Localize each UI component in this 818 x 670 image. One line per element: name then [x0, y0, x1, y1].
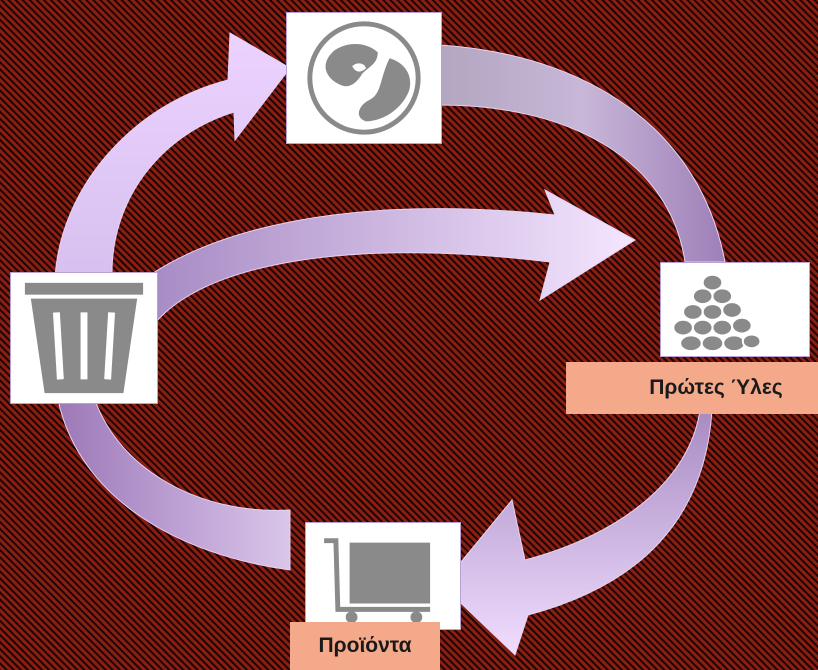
products-node	[305, 522, 461, 630]
arrow-waste-to-earth	[54, 32, 291, 279]
products-label: Προϊόντα	[290, 622, 440, 670]
raw-materials-label: Πρώτες Ύλες	[566, 362, 818, 414]
rock-pile-icon	[672, 273, 762, 353]
arrow-waste-to-raw-materials	[94, 188, 636, 331]
cart-box-icon	[324, 538, 431, 624]
trash-bin-icon	[24, 282, 144, 394]
globe-icon	[307, 21, 421, 135]
raw-materials-node	[660, 262, 810, 357]
arrow-raw-materials-to-products	[441, 409, 713, 656]
waste-node	[10, 272, 158, 404]
earth-node	[286, 12, 442, 144]
